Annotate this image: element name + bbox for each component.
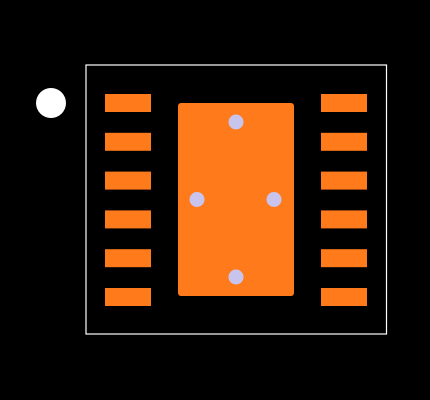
pin1-marker: [36, 88, 66, 118]
left-pad-1: [105, 94, 151, 112]
right-pad-2: [321, 132, 367, 151]
left-pad-3: [105, 171, 151, 190]
right-pad-row: [321, 94, 367, 306]
right-pad-3: [321, 171, 367, 190]
thermal-via-group: [189, 114, 282, 285]
thermal-via-left: [189, 192, 205, 207]
thermal-pad: [178, 103, 294, 296]
left-pad-2: [105, 132, 151, 151]
right-pad-6: [321, 288, 367, 306]
thermal-via-right: [266, 192, 282, 207]
right-pad-5: [321, 249, 367, 268]
thermal-via-top: [228, 114, 244, 130]
thermal-via-bottom: [228, 269, 244, 285]
right-pad-4: [321, 210, 367, 229]
left-pad-row: [105, 94, 151, 306]
left-pad-6: [105, 288, 151, 306]
left-pad-4: [105, 210, 151, 229]
right-pad-1: [321, 94, 367, 112]
left-pad-5: [105, 249, 151, 268]
courtyard-outline: [85, 64, 388, 335]
